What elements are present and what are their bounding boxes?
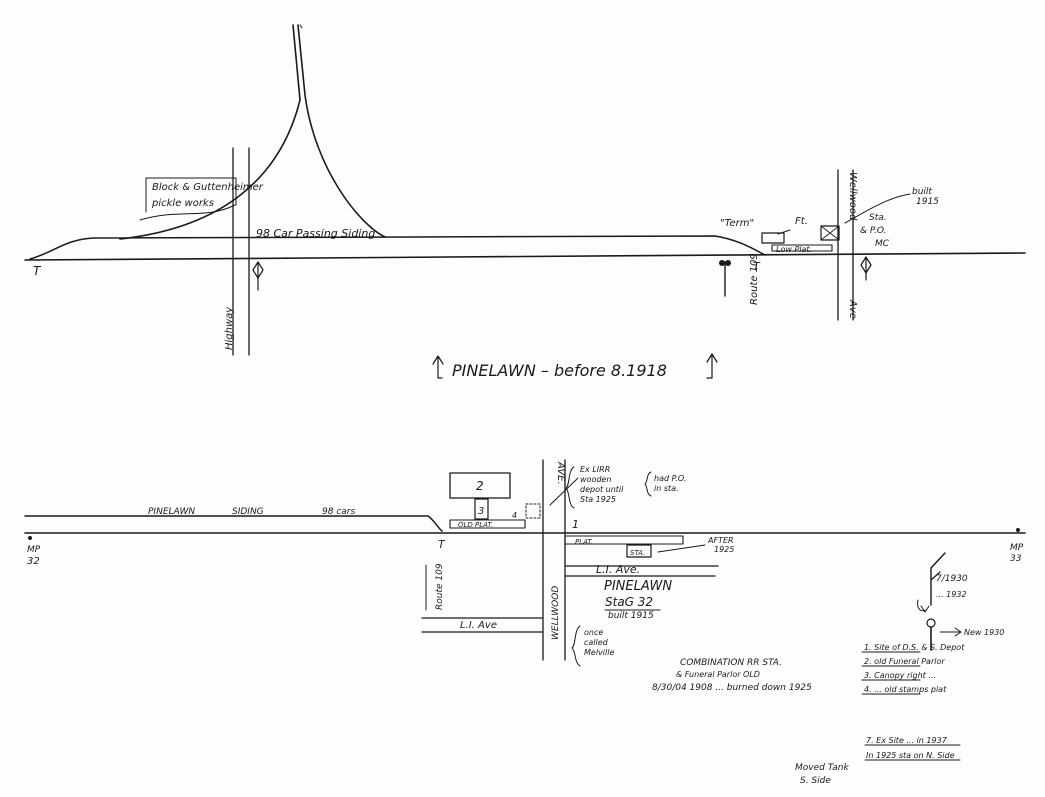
siding-label: 98 Car Passing Siding	[256, 227, 375, 240]
building-3-label: 3	[478, 506, 484, 517]
note-ex-line2: wooden	[580, 475, 611, 484]
site-1-label: 1	[572, 518, 579, 531]
mp-left-value: 32	[27, 556, 40, 567]
new-platform	[564, 535, 684, 545]
legend-2: 2. old Funeral Parlor	[864, 657, 945, 666]
note-once-line2: called	[584, 638, 609, 647]
title-arrow-left	[432, 355, 444, 379]
t-label-right: T	[753, 260, 761, 273]
signal-icon	[719, 260, 731, 297]
sta-label-bottom: STA.	[630, 549, 645, 557]
wye-right-leg	[297, 24, 386, 238]
ave-bottom-label: Ave	[847, 299, 858, 319]
t-label-bottom: T	[438, 538, 446, 551]
mp-right-value: 33	[1010, 554, 1022, 564]
mp-left-label: MP	[27, 545, 41, 555]
highway-label: Highway	[224, 306, 235, 350]
route-label-top: Route 109	[749, 253, 760, 305]
route-label-bottom: Route 109	[435, 563, 445, 610]
term-label: "Term"	[720, 218, 754, 229]
building-2	[449, 472, 511, 499]
wye-left-leg	[119, 24, 301, 240]
t-label-left: T	[33, 264, 42, 278]
note-ex-line1: Ex LIRR	[580, 465, 610, 474]
building-3	[474, 498, 489, 520]
mp-right-label: MP	[1010, 543, 1024, 553]
signal-icon-bottom	[917, 552, 962, 651]
after-note-line1: AFTER	[707, 536, 734, 545]
siding-label-mid: SIDING	[232, 507, 264, 517]
built-note-line2: 1915	[916, 197, 939, 207]
note-ex-line3: depot until	[580, 485, 624, 494]
station-code: StaG 32	[605, 595, 653, 609]
old-plat-label: OLD PLAT.	[458, 521, 493, 529]
station-building	[820, 225, 840, 241]
pickle-note-line2: pickle works	[151, 198, 214, 209]
legend-3: 3. Canopy right ...	[864, 671, 936, 680]
li-ave-left-label: L.I. Ave	[460, 620, 497, 631]
station-name: PINELAWN	[604, 579, 672, 594]
signal-note-line2: ... 1932	[936, 590, 967, 599]
ft-label: Ft.	[795, 216, 808, 227]
combination-line1: COMBINATION RR STA.	[680, 658, 782, 668]
pickle-box	[145, 177, 237, 213]
top-title: PINELAWN – before 8.1918	[452, 361, 667, 380]
moved-line1: Moved Tank	[795, 763, 849, 773]
old-platform	[449, 519, 526, 529]
combination-line3: 8/30/04 1908 ... burned down 1925	[652, 683, 812, 693]
note-once-line1: once	[584, 628, 603, 637]
pickle-note-line1: Block & Guttenheimer	[152, 182, 264, 193]
bottom-diagram: PINELAWN SIDING 98 cars MP 32 MP 33 T 2 …	[24, 459, 1026, 786]
building-4-label: 4	[512, 511, 517, 520]
po-label: & P.O.	[860, 226, 887, 236]
built-note-line1: built	[912, 187, 932, 197]
building-4	[525, 503, 541, 519]
after-note-line2: 1925	[714, 545, 734, 554]
footnote-line2: In 1925 sta on N. Side	[866, 751, 955, 760]
ave-label-bottom: AVE.	[555, 461, 566, 485]
title-arrow-right	[706, 353, 718, 379]
pinelawn-siding	[24, 515, 443, 532]
signal-note-line1: 7/1930	[936, 574, 968, 584]
footnote-line1: 7. Ex Site ... in 1937	[866, 736, 948, 745]
top-diagram: T T Block & Guttenheimer pickle works 98…	[24, 24, 1026, 380]
li-ave-right-label: L.I. Ave.	[596, 563, 640, 576]
low-plat-label: Low Plat.	[776, 245, 812, 254]
note-once-line3: Melville	[584, 648, 614, 657]
combination-line2: & Funeral Parlor OLD	[676, 670, 760, 679]
note-ex-line4: Sta 1925	[580, 495, 616, 504]
low-platform	[771, 244, 833, 252]
siding-cars-label: 98 cars	[322, 507, 355, 517]
building-2-label: 2	[476, 479, 484, 493]
low-platform-shed	[761, 232, 785, 244]
mc-label: MC	[875, 239, 890, 249]
siding-label-left: PINELAWN	[148, 507, 195, 517]
wellwood-top-label: Wellwood	[847, 172, 858, 221]
moved-line2: S. Side	[800, 776, 831, 786]
new-station	[626, 544, 652, 558]
pickle-pointer	[139, 204, 236, 221]
main-track	[24, 252, 1026, 261]
station-built: built 1915	[608, 611, 654, 621]
sta-label: Sta.	[869, 213, 887, 223]
passing-siding	[29, 235, 766, 260]
new-note: New 1930	[964, 628, 1004, 637]
plat-label: PLAT.	[575, 538, 593, 546]
note-po-line2: in sta.	[654, 484, 679, 493]
note-po-line1: had P.O.	[654, 474, 686, 483]
legend-1: 1. Site of D.S. & S. Depot	[864, 643, 965, 652]
wellwood-label-bottom: WELLWOOD	[551, 586, 561, 640]
whistle-post-left	[252, 261, 264, 291]
whistle-post-right	[860, 256, 872, 281]
legend-4: 4. ... old stamps plat	[864, 685, 947, 694]
